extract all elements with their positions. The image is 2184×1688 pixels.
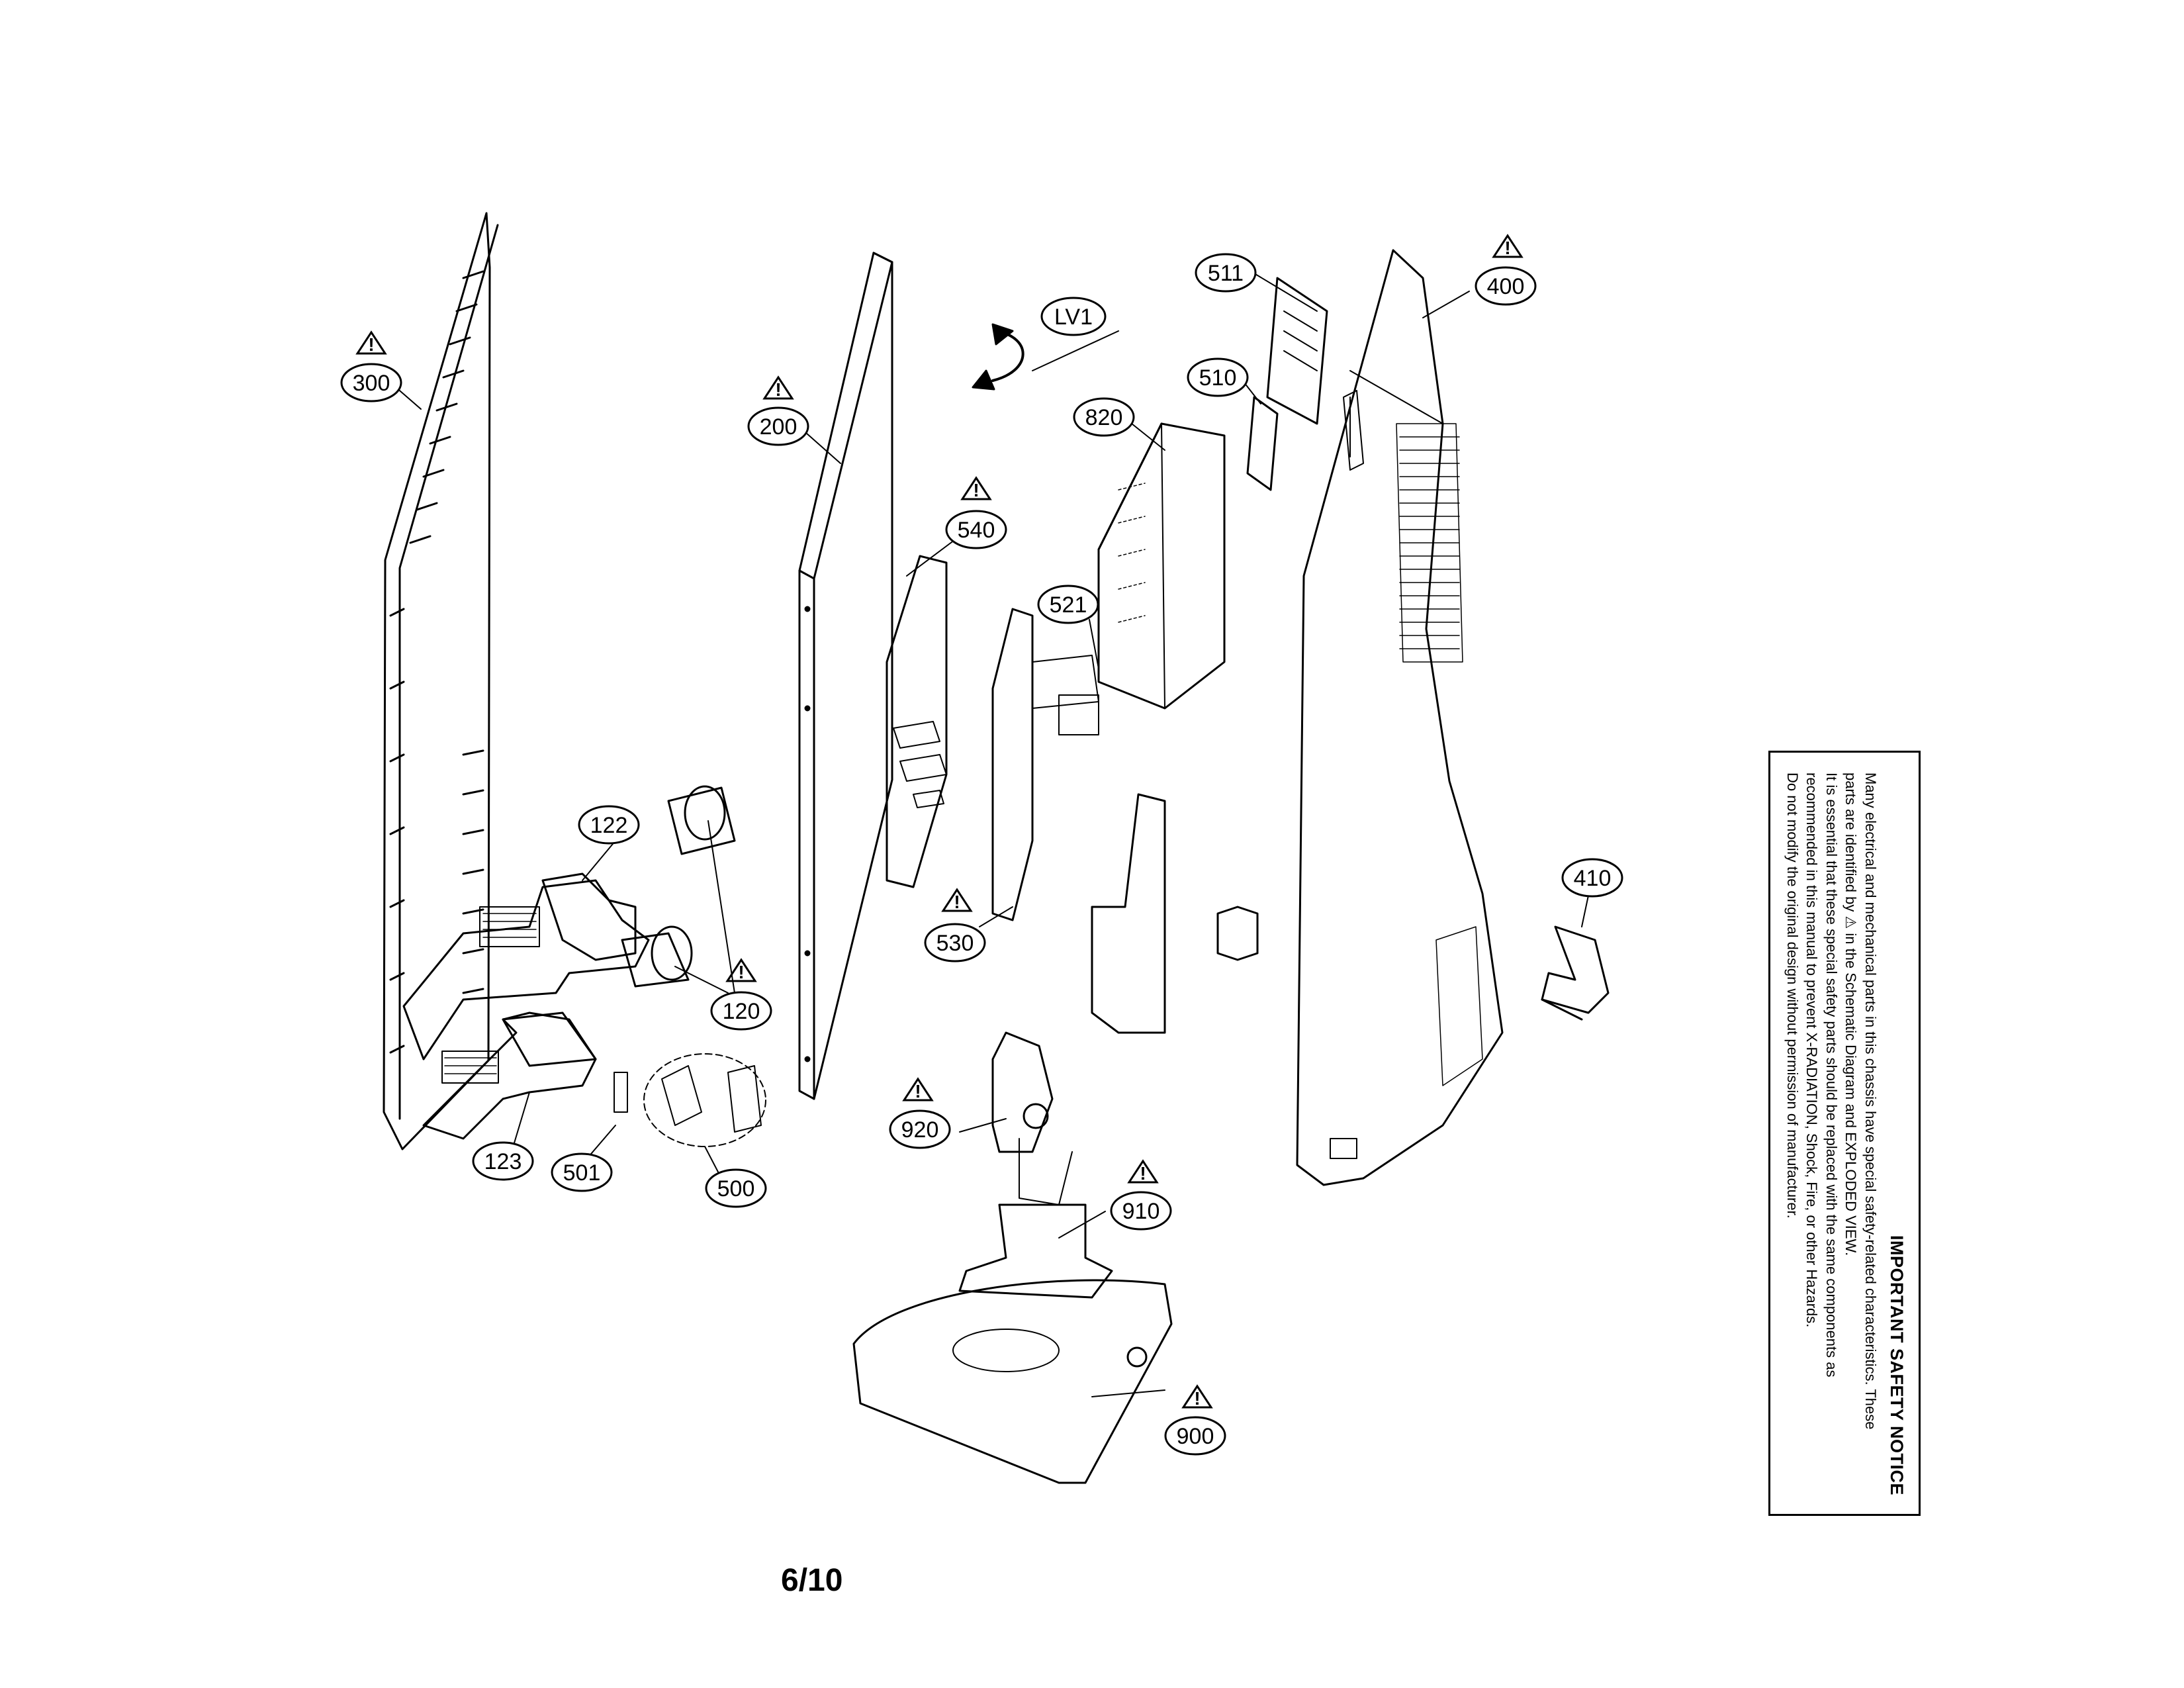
callout-400: 400 ! [1475, 234, 1537, 306]
back-cover-drawing [1296, 249, 1504, 1186]
callout-122: 122 [578, 805, 640, 845]
front-cabinet-drawing [383, 212, 650, 1150]
warning-mark: ! [1194, 1388, 1200, 1409]
callout-label: 910 [1122, 1199, 1160, 1224]
callout-540: 540 ! [945, 476, 1007, 549]
warning-triangle-icon [1127, 1159, 1159, 1184]
callout-label: 120 [723, 999, 760, 1024]
callout-300: 300 ! [340, 330, 402, 402]
warning-triangle-icon [902, 1077, 934, 1102]
connector-drawings [1216, 277, 1328, 961]
control-board-drawing [614, 1053, 766, 1147]
main-board-drawing [886, 555, 1099, 921]
warning-triangle-icon [941, 888, 973, 912]
callout-511: 511 [1195, 253, 1257, 293]
safety-notice-box: IMPORTANT SAFETY NOTICE Many electrical … [1768, 751, 1921, 1516]
warning-mark: ! [368, 334, 374, 355]
callout-label: LV1 [1054, 305, 1093, 330]
callout-lv1: LV1 [1040, 297, 1107, 336]
notice-line-end: in the Schematic Diagram and EXPLODED VI… [1843, 933, 1860, 1256]
warning-triangle-icon: ⚠ [1843, 915, 1860, 929]
safety-notice-title: IMPORTANT SAFETY NOTICE [1887, 1235, 1907, 1495]
callout-label: 511 [1208, 261, 1244, 286]
warning-triangle-icon [355, 330, 387, 355]
warning-mark: ! [954, 892, 960, 912]
callout-920: 920 ! [889, 1077, 951, 1149]
warning-mark: ! [1504, 238, 1510, 258]
warning-triangle-icon [1492, 234, 1524, 258]
callout-label: 521 [1050, 592, 1087, 618]
callout-410: 410 [1561, 858, 1623, 898]
speaker-drawings [502, 785, 736, 1067]
stand-drawing [852, 1031, 1173, 1484]
notice-line: Do not modify the original design withou… [1784, 773, 1801, 1219]
warning-mark: ! [1140, 1163, 1146, 1184]
callout-label: 530 [936, 931, 974, 956]
safety-notice-body: Many electrical and mechanical parts in … [1784, 766, 1880, 1501]
safety-notice-content: IMPORTANT SAFETY NOTICE Many electrical … [1778, 766, 1911, 1501]
callout-label: 540 [958, 518, 995, 543]
callout-label: 920 [901, 1117, 939, 1143]
warning-triangle-icon [960, 476, 992, 500]
warning-mark: ! [738, 962, 744, 982]
callout-120: 120 ! [710, 958, 772, 1031]
notice-line-start: parts are identified by [1843, 773, 1860, 912]
callout-500: 500 [705, 1168, 767, 1208]
notice-line: recommended in this manual to prevent X-… [1803, 773, 1821, 1328]
callout-label: 200 [760, 414, 797, 440]
warning-mark: ! [915, 1081, 921, 1102]
callout-label: 300 [353, 371, 390, 396]
page-number: 6/10 [781, 1563, 843, 1598]
callout-label: 900 [1177, 1424, 1214, 1449]
notice-line: It is essential that these special safet… [1823, 773, 1840, 1378]
leader-lines [390, 271, 1592, 1397]
notice-line: Many electrical and mechanical parts in … [1862, 773, 1879, 1430]
callout-910: 910 ! [1110, 1159, 1172, 1231]
callout-900: 900 ! [1164, 1384, 1226, 1456]
callout-label: 122 [590, 813, 628, 838]
callout-123: 123 [472, 1141, 534, 1181]
callout-521: 521 [1037, 585, 1099, 624]
callout-530: 530 ! [924, 888, 986, 962]
rotation-arrow-icon [972, 323, 1024, 391]
callout-label: 820 [1085, 405, 1123, 430]
warning-mark: ! [775, 379, 781, 400]
callout-501: 501 [551, 1152, 613, 1192]
callout-label: 410 [1574, 866, 1612, 891]
callout-label: 123 [484, 1149, 522, 1174]
callout-label: 500 [717, 1176, 755, 1201]
callout-200: 200 ! [747, 375, 809, 446]
warning-triangle-icon [762, 375, 794, 400]
callout-510: 510 [1187, 357, 1249, 397]
callout-820: 820 [1073, 397, 1135, 437]
notice-line: parts are identified by ⚠ in the Schemat… [1842, 773, 1860, 1495]
shield-drawing [1091, 422, 1226, 1034]
warning-triangle-icon [1181, 1384, 1213, 1409]
lcd-panel-drawing [798, 252, 893, 1100]
bracket-drawing [1541, 925, 1610, 1021]
warning-triangle-icon [725, 958, 757, 982]
warning-mark: ! [973, 480, 979, 500]
callout-label: 510 [1199, 365, 1237, 391]
callout-label: 400 [1487, 274, 1525, 299]
callout-label: 501 [563, 1160, 601, 1186]
